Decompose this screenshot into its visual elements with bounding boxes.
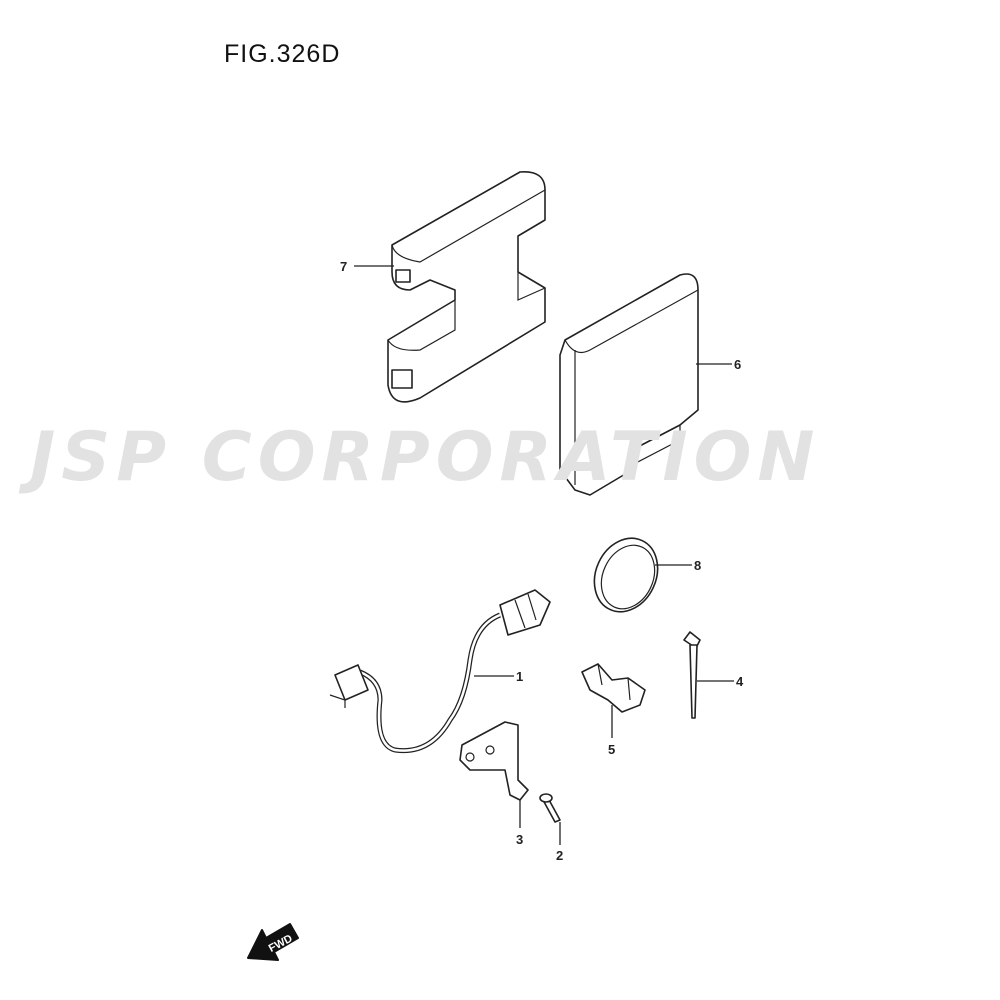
part-6-ecu[interactable] [559, 273, 699, 496]
callout-5: 5 [608, 742, 615, 757]
part-1-sensor-harness[interactable] [329, 589, 551, 754]
fwd-arrow-icon: FWD [247, 923, 299, 961]
callout-2: 2 [556, 848, 563, 863]
callout-6: 6 [734, 357, 741, 372]
part-4-cable-tie[interactable] [683, 631, 701, 719]
figure-title: FIG.326D [224, 40, 341, 68]
part-2-bolt[interactable] [539, 793, 561, 823]
part-5-clamp[interactable] [581, 663, 646, 713]
callout-1: 1 [516, 669, 523, 684]
callout-4: 4 [736, 674, 744, 689]
callout-7: 7 [340, 259, 347, 274]
part-8-pad[interactable] [583, 528, 669, 622]
part-3-bracket[interactable] [459, 721, 529, 801]
callout-3: 3 [516, 832, 523, 847]
callout-8: 8 [694, 558, 701, 573]
part-7-ecu-cover[interactable] [387, 171, 546, 403]
